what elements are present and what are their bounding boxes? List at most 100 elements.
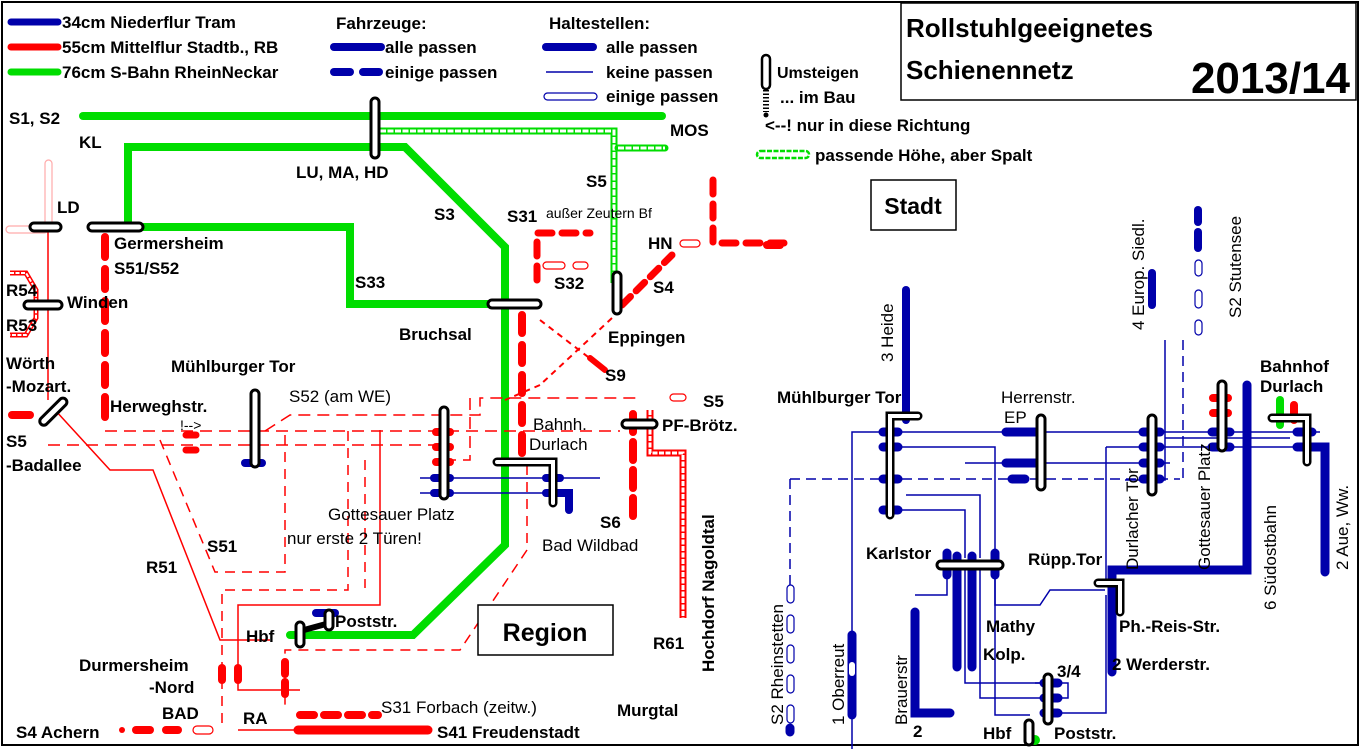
- legend-stops-some-swatch: [543, 92, 598, 101]
- label-oberreut: 1 Oberreut: [829, 643, 848, 725]
- label-ra: RA: [243, 709, 268, 728]
- label-ld: LD: [57, 198, 80, 217]
- legend-stops-none: keine passen: [606, 63, 713, 82]
- legend-stops-all: alle passen: [606, 38, 698, 57]
- station-bruchsal: [486, 298, 543, 310]
- station-herrenstr: [1035, 413, 1047, 492]
- label-s32: S32: [554, 274, 584, 293]
- label-winden: Winden: [67, 293, 128, 312]
- station-karlstor: [935, 559, 1005, 571]
- label-r53: R53: [6, 316, 37, 335]
- label-hn: HN: [648, 234, 673, 253]
- station-lu-ma-hd: [369, 96, 381, 160]
- label-stadt-gottesauer-platz: Gottesauer Platz: [1195, 443, 1214, 570]
- label-heide: 3 Heide: [878, 303, 897, 362]
- label-s3: S3: [434, 205, 455, 224]
- label-s6: S6: [600, 513, 621, 532]
- label-s5-right: S5: [703, 392, 724, 411]
- label-gottesauer-platz: Gottesauer Platz: [328, 505, 455, 524]
- label-aue: 2 Aue, Ww.: [1333, 485, 1352, 570]
- stadt-labels: 3 Heide 4 Europ. Siedl. S2 Stutensee Müh…: [768, 216, 1352, 743]
- label-durlacher-tor: Durlacher Tor: [1123, 468, 1142, 570]
- legend-gap-swatch: [755, 149, 811, 160]
- label-mos: MOS: [670, 121, 709, 140]
- label-bahnhof-durlach: Durlach: [1260, 377, 1323, 396]
- label-s1-s2: S1, S2: [9, 109, 60, 128]
- gap-lines: [380, 127, 669, 460]
- legend-stadtbahn-label: 55cm Mittelflur Stadtb., RB: [62, 38, 278, 57]
- label-lu-ma-hd: LU, MA, HD: [296, 163, 389, 182]
- label-s5-left: S5: [6, 432, 27, 451]
- station-bahnhof-durlach: [1270, 416, 1309, 464]
- label-badallee: -Badallee: [6, 456, 82, 475]
- station-gottesauer-platz: [438, 405, 450, 501]
- label-werderstr: 2 Werderstr.: [1112, 655, 1210, 674]
- stadt-network: Stadt: [763, 179, 1352, 749]
- stadt-box-label: Stadt: [884, 193, 942, 219]
- title-year: 2013/14: [1191, 54, 1351, 103]
- legend-sbahn-label: 76cm S-Bahn RheinNeckar: [62, 63, 279, 82]
- label-r51: R51: [146, 558, 177, 577]
- stadt-tram-lines: [785, 206, 1330, 749]
- legend: 34cm Niederflur Tram 55cm Mittelflur Sta…: [7, 13, 1033, 165]
- station-winden: [22, 299, 64, 311]
- station-stadt-hbf: [1023, 718, 1035, 747]
- label-three-four: 3/4: [1057, 662, 1081, 681]
- station-poststr: [323, 608, 335, 632]
- region-labels: S1, S2 KL LU, MA, HD MOS S5 S3 S31 außer…: [6, 109, 738, 742]
- title-line2: Schienennetz: [906, 55, 1074, 85]
- label-kolp: Kolp.: [983, 645, 1026, 664]
- label-karlstor: Karlstor: [866, 544, 932, 563]
- label-durmersheim: Durmersheim: [79, 656, 189, 675]
- region-transfer-stations: [22, 96, 659, 649]
- label-bahnh: Bahnh.: [533, 415, 587, 434]
- legend-transfer: Umsteigen: [777, 65, 859, 82]
- label-bruchsal: Bruchsal: [399, 325, 472, 344]
- legend-tram-label: 34cm Niederflur Tram: [62, 13, 236, 32]
- label-ruepp-tor: Rüpp.Tor: [1028, 550, 1103, 569]
- label-r54: R54: [6, 281, 38, 300]
- label-stadt-muehlburger-tor: Mühlburger Tor: [777, 388, 902, 407]
- legend-stops-heading: Haltestellen:: [549, 14, 650, 33]
- station-bahnh-durlach: [495, 460, 555, 505]
- stadtbahn-lines: [5, 159, 789, 735]
- label-durlach: Durlach: [529, 435, 588, 454]
- label-poststr: Poststr.: [335, 612, 397, 631]
- line-s33: [124, 223, 509, 308]
- legend-construction: ... im Bau: [780, 88, 856, 107]
- label-bad-wildbad: Bad Wildbad: [542, 536, 638, 555]
- label-pf-broetz: PF-Brötz.: [662, 416, 738, 435]
- label-mathy: Mathy: [986, 617, 1036, 636]
- label-hochdorf: Hochdorf Nagoldtal: [699, 514, 718, 672]
- stadt-box: Stadt: [870, 179, 957, 231]
- label-one-way-arrow: !-->: [180, 417, 201, 433]
- label-s5-top: S5: [586, 172, 607, 191]
- label-s9: S9: [605, 366, 626, 385]
- label-kl: KL: [79, 133, 102, 152]
- label-durmersheim-nord: -Nord: [149, 678, 194, 697]
- station-muehlburger-tor: [249, 388, 261, 469]
- station-ld: [28, 221, 63, 233]
- label-s33: S33: [355, 273, 385, 292]
- label-r61: R61: [653, 634, 684, 653]
- label-s4-achern: S4 Achern: [16, 723, 99, 742]
- label-stadt-hbf: Hbf: [983, 724, 1012, 743]
- line-s3: [124, 143, 509, 464]
- label-ph-reis-str: Ph.-Reis-Str.: [1119, 617, 1220, 636]
- station-durlacher-tor: [1146, 413, 1158, 497]
- label-s4: S4: [653, 278, 674, 297]
- region-box-label: Region: [503, 619, 588, 647]
- label-hbf: Hbf: [246, 627, 275, 646]
- label-murgtal: Murgtal: [617, 701, 678, 720]
- station-stadt-poststr: [1042, 672, 1054, 726]
- line-s-hbf: [286, 456, 509, 639]
- station-pf-broetz: [620, 418, 659, 430]
- label-stutensee: S2 Stutensee: [1226, 216, 1245, 318]
- label-ep: EP: [1004, 408, 1027, 427]
- stadt-transfer-stations: [885, 379, 1312, 747]
- label-eppingen: Eppingen: [608, 328, 685, 347]
- label-ausser-zeutern: außer Zeutern Bf: [546, 205, 652, 221]
- label-herrenstr: Herrenstr.: [1001, 388, 1076, 407]
